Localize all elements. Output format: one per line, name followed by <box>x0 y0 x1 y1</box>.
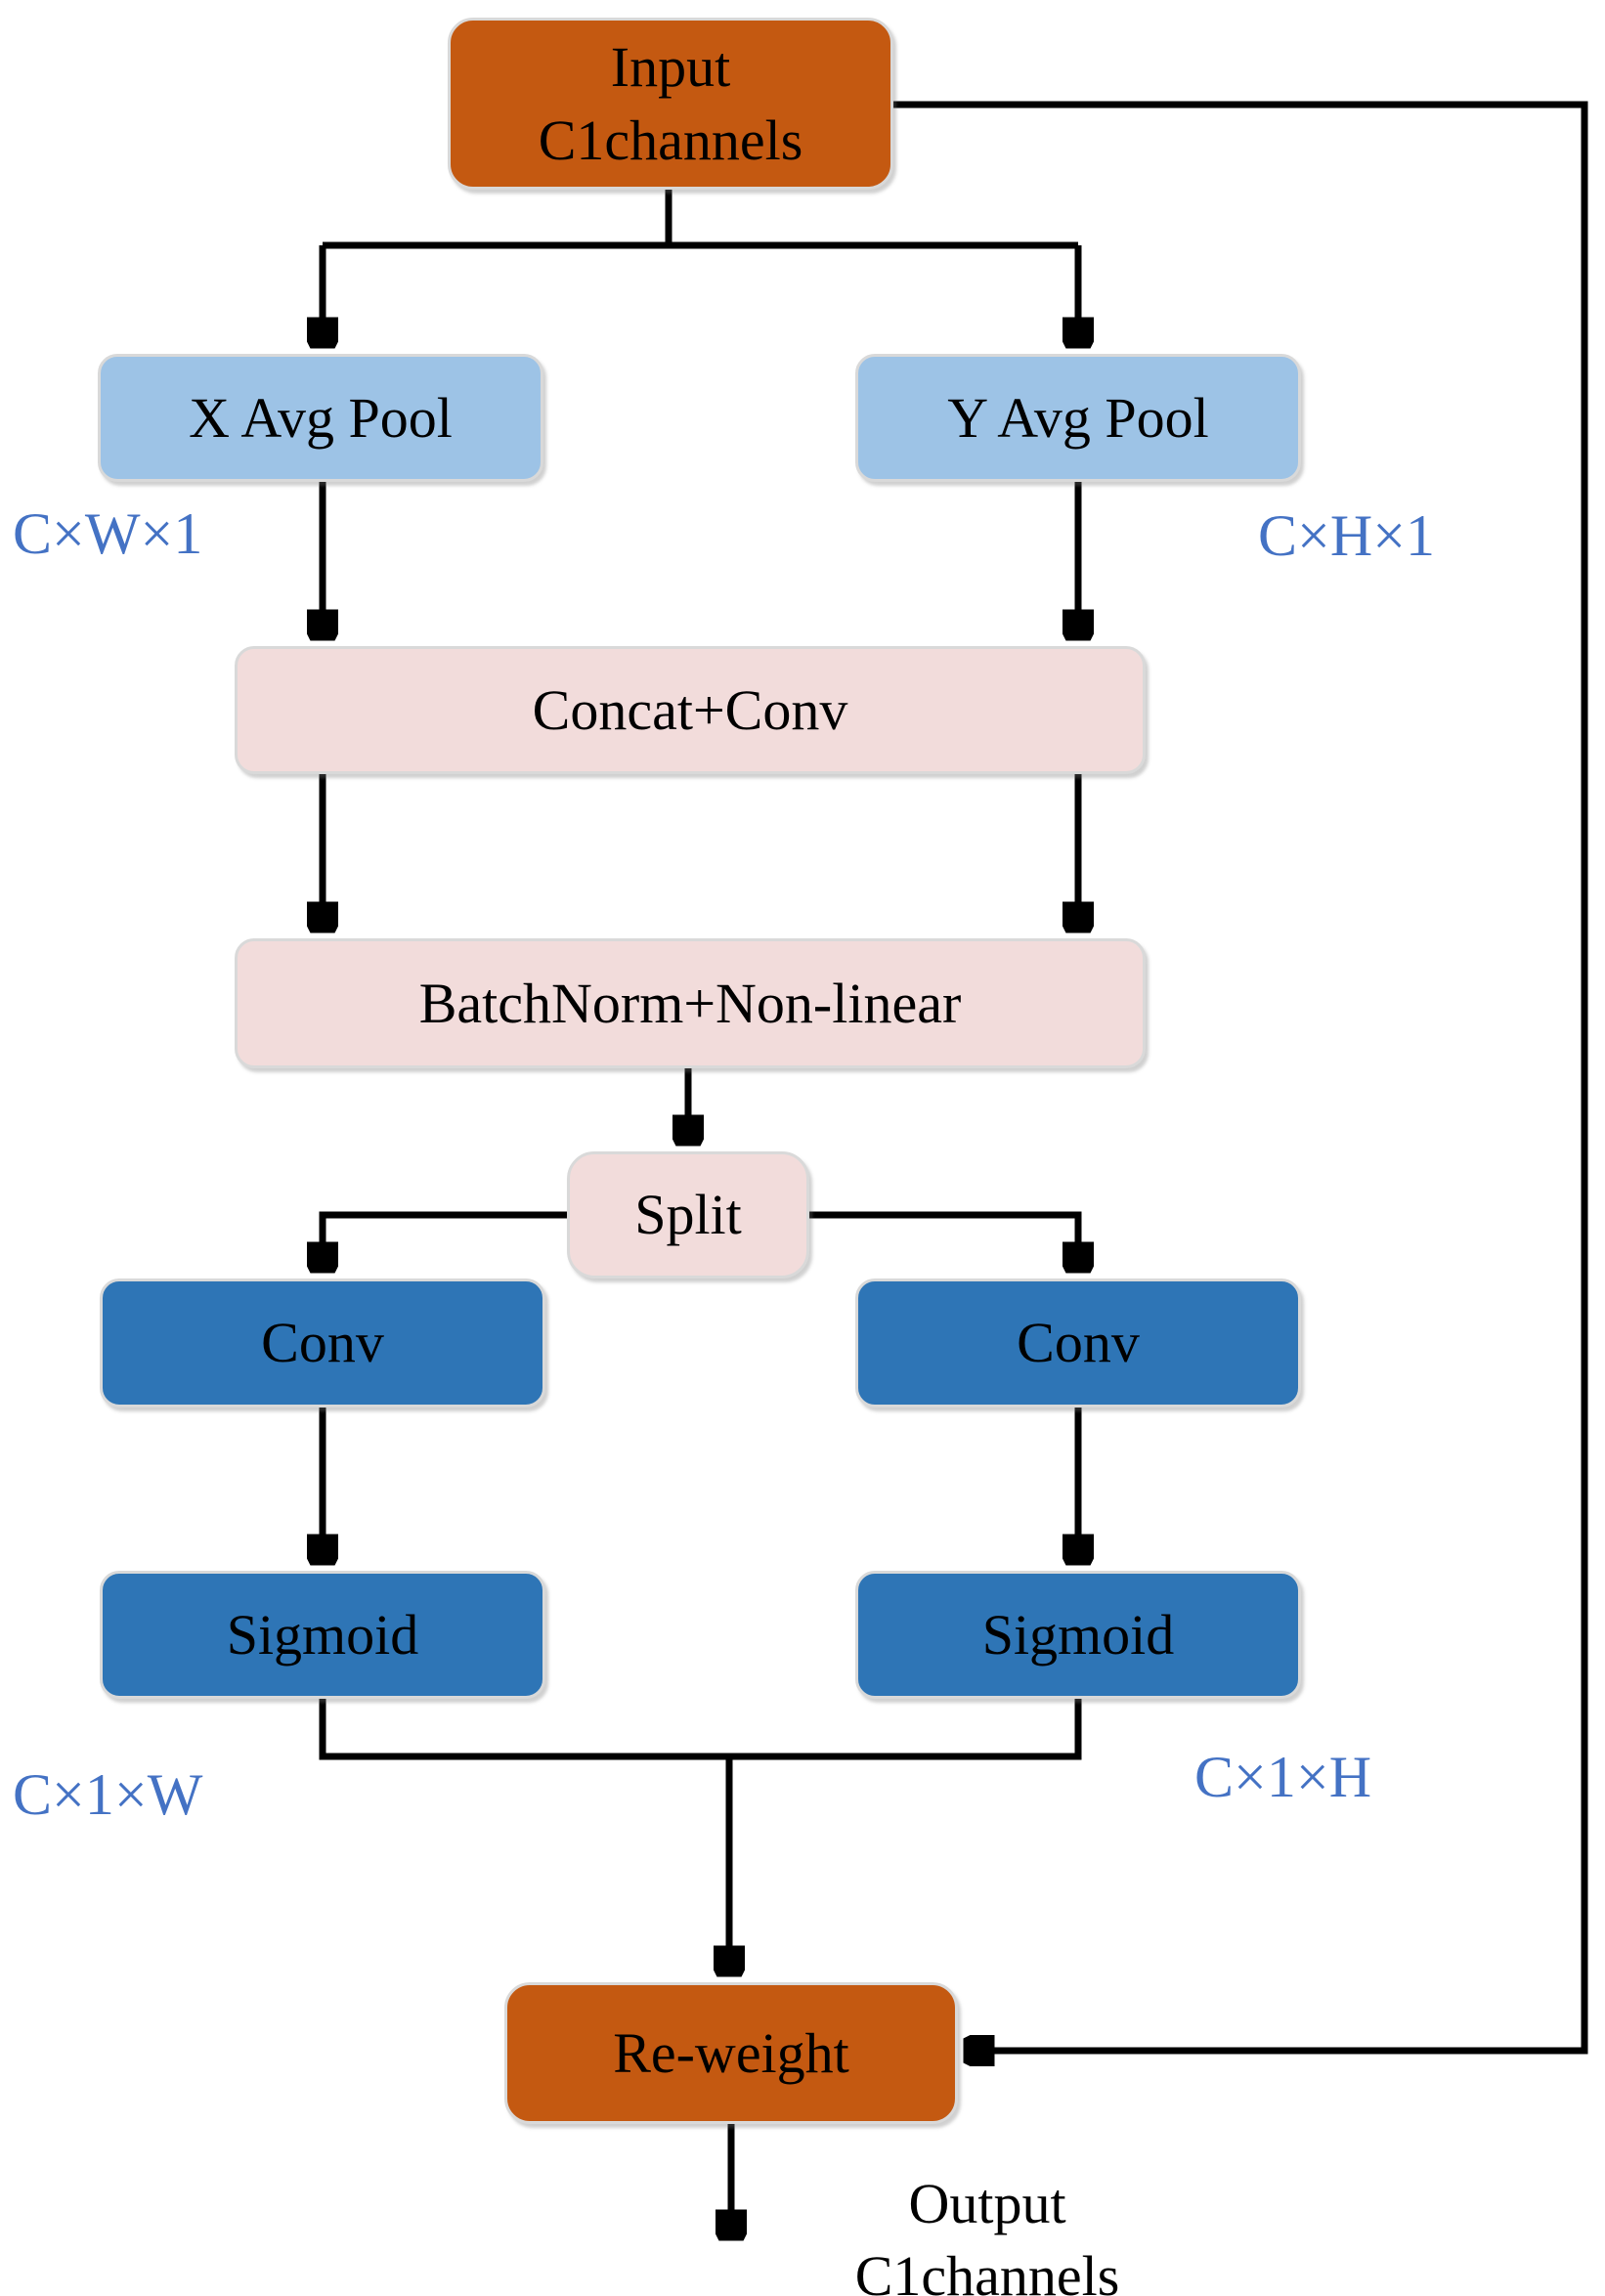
reweight-label: Re-weight <box>613 2020 849 2085</box>
input-node-line2: C1channels <box>538 108 803 172</box>
input-node: Input C1channels <box>448 18 893 190</box>
connector-skip <box>893 101 1588 2051</box>
connector-split-to-conv-left <box>323 1211 569 1269</box>
dim-label-cxwx1: C×W×1 <box>13 501 203 566</box>
conv-right-label: Conv <box>1017 1311 1140 1375</box>
connector-split-to-conv-right <box>807 1211 1078 1269</box>
conv-left-node: Conv <box>100 1278 545 1408</box>
dim-label-cx1xh: C×1×H <box>1194 1745 1372 1809</box>
output-label: Output C1channels <box>767 2168 1207 2296</box>
sigmoid-right-label: Sigmoid <box>981 1602 1175 1667</box>
sigmoid-left-label: Sigmoid <box>226 1602 419 1667</box>
batchnorm-nonlinear-label: BatchNorm+Non-linear <box>418 971 962 1035</box>
dim-label-cxhx1: C×H×1 <box>1258 503 1436 568</box>
concat-conv-node: Concat+Conv <box>235 646 1146 774</box>
sigmoid-left-node: Sigmoid <box>100 1571 545 1699</box>
y-avg-pool-label: Y Avg Pool <box>947 385 1209 450</box>
batchnorm-nonlinear-node: BatchNorm+Non-linear <box>235 938 1146 1068</box>
output-label-line2: C1channels <box>854 2244 1120 2296</box>
reweight-node: Re-weight <box>504 1982 958 2124</box>
conv-left-label: Conv <box>261 1311 384 1375</box>
split-node: Split <box>567 1151 809 1278</box>
dim-label-cx1xw: C×1×W <box>13 1762 203 1827</box>
split-label: Split <box>634 1183 742 1247</box>
output-label-line1: Output <box>908 2172 1066 2235</box>
sigmoid-right-node: Sigmoid <box>855 1571 1301 1699</box>
y-avg-pool-node: Y Avg Pool <box>855 354 1301 482</box>
conv-right-node: Conv <box>855 1278 1301 1408</box>
input-node-line1: Input <box>610 34 731 99</box>
concat-conv-label: Concat+Conv <box>532 677 848 742</box>
connector-sigmoid-merge <box>319 1699 1082 1760</box>
x-avg-pool-node: X Avg Pool <box>98 354 543 482</box>
x-avg-pool-label: X Avg Pool <box>189 385 453 450</box>
